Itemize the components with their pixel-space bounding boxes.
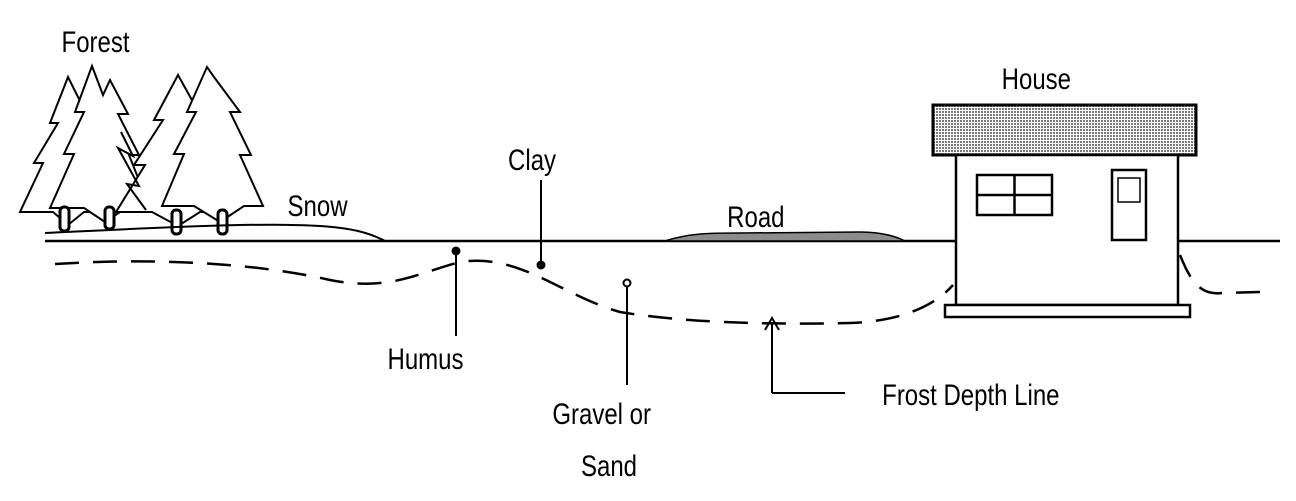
frost-label: Frost Depth Line: [882, 377, 1059, 411]
house: [931, 103, 1198, 319]
gravel-label-line2: Sand: [581, 448, 637, 482]
trunk-3: [170, 208, 183, 236]
tree-crack: [115, 131, 147, 211]
snow-label: Snow: [288, 188, 348, 222]
forest-label: Forest: [62, 24, 130, 58]
house-label: House: [1002, 61, 1071, 95]
trunk-2: [103, 205, 116, 231]
tree-4: [160, 64, 265, 224]
gravel-label-line1: Gravel or: [552, 396, 651, 430]
house-window: [975, 173, 1054, 217]
frost-depth-line-right: [1178, 254, 1261, 295]
frost-callout: [764, 316, 845, 394]
road-surface: [664, 231, 906, 242]
trunk-1: [58, 205, 71, 233]
gravel-callout: [622, 278, 632, 385]
house-walls: [954, 153, 1180, 307]
humus-label: Humus: [388, 341, 464, 375]
humus-callout: [451, 246, 461, 336]
tree-trunks: [58, 205, 229, 236]
house-door: [1110, 168, 1148, 242]
clay-callout: [536, 180, 546, 270]
frost-depth-line: [54, 259, 954, 325]
forest-trees: [18, 63, 265, 228]
road-label: Road: [727, 199, 784, 233]
clay-label: Clay: [508, 142, 556, 176]
house-foundation: [943, 303, 1192, 319]
snow-surface: [44, 223, 386, 242]
trunk-4: [216, 208, 229, 236]
house-roof: [931, 103, 1198, 157]
